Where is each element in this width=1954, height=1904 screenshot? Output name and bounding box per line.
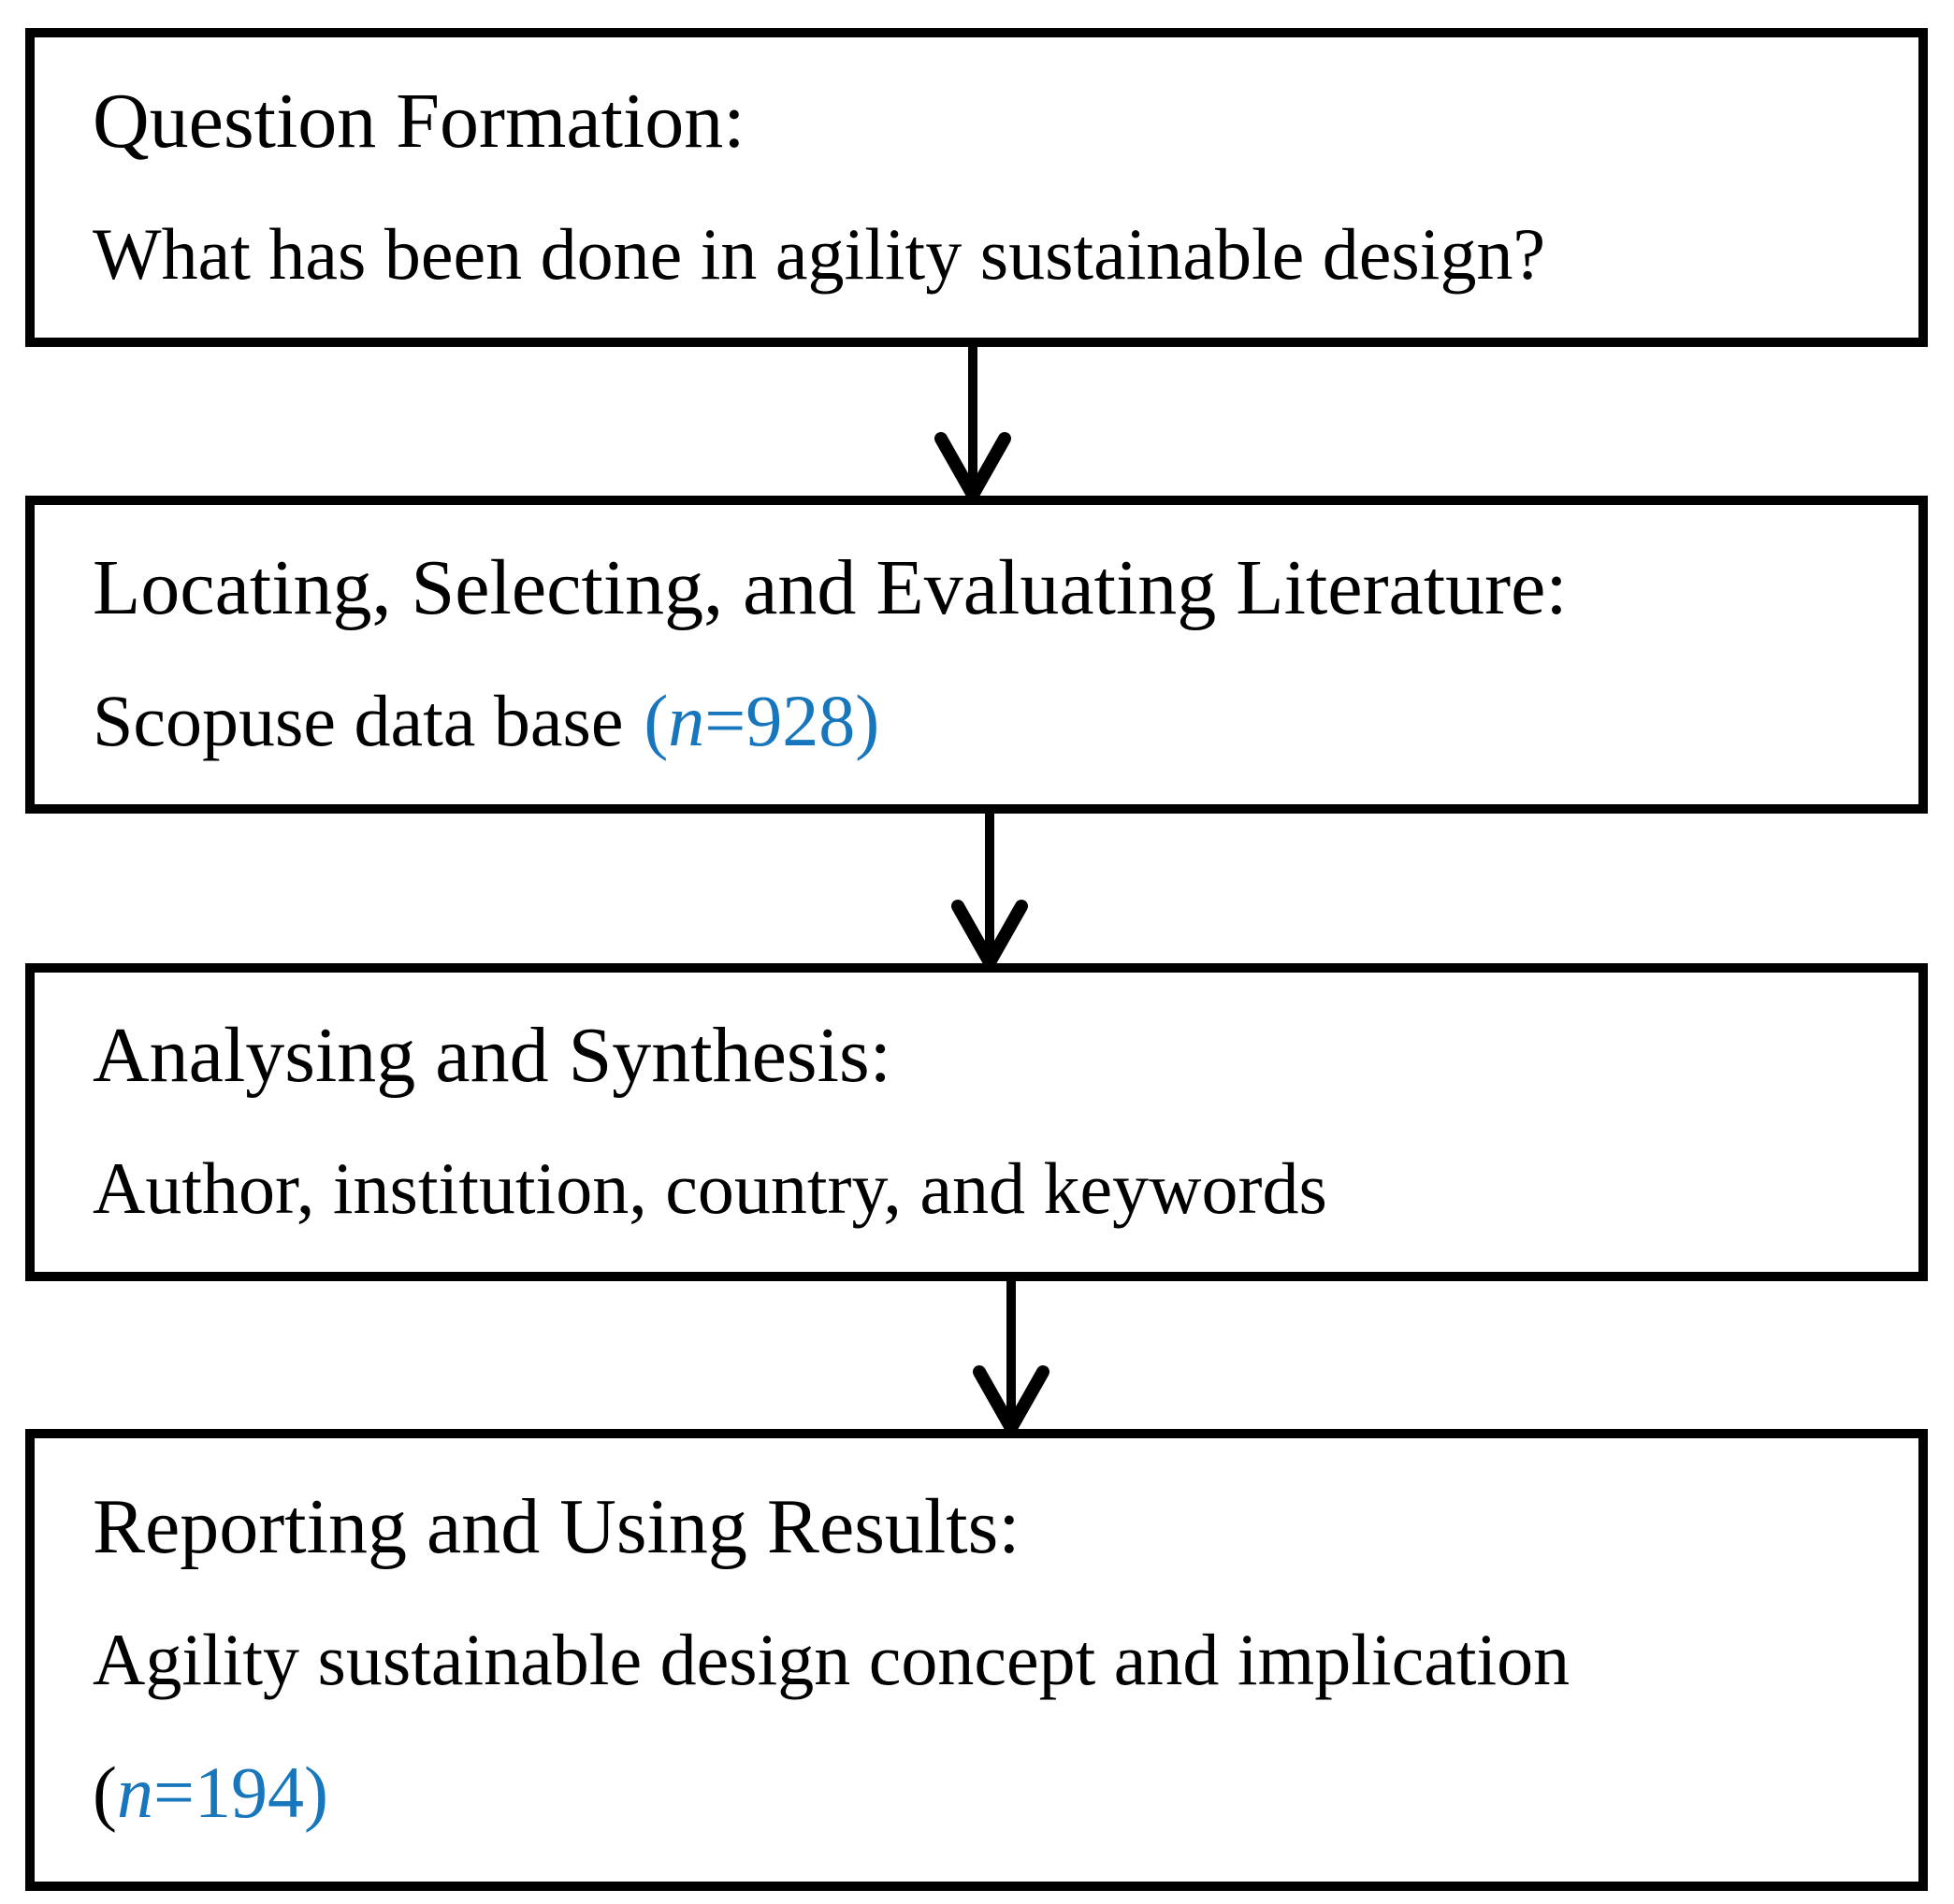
flow-box-locating-selecting-evaluating: Locating, Selecting, and Evaluating Lite…	[25, 496, 1928, 814]
arrow-head	[973, 1365, 1049, 1435]
flow-box-question-formation: Question Formation: What has been done i…	[25, 28, 1928, 347]
n-variable: n	[116, 1752, 153, 1833]
box-body: Author, institution, country, and keywor…	[93, 1147, 1327, 1229]
down-arrow	[951, 814, 1028, 970]
down-arrow	[973, 1281, 1049, 1435]
open-paren: (	[644, 680, 669, 761]
sample-count-annotation: (n=928)	[644, 680, 879, 761]
box-title: Question Formation:	[93, 77, 745, 165]
count-value: =928)	[704, 680, 880, 761]
down-arrow	[934, 347, 1011, 502]
arrow-head	[951, 900, 1028, 970]
flow-box-analysing-synthesis: Analysing and Synthesis: Author, institu…	[25, 963, 1928, 1281]
body-text: Scopuse data base	[93, 680, 624, 761]
sample-count-annotation: (n=194)	[93, 1726, 1892, 1859]
box-title: Analysing and Synthesis:	[93, 1012, 891, 1099]
box-title: Locating, Selecting, and Evaluating Lite…	[93, 544, 1568, 631]
count-value: =194)	[152, 1752, 328, 1833]
box-body: Agility sustainable design concept and i…	[93, 1619, 1570, 1700]
open-paren: (	[93, 1752, 117, 1833]
arrow-head	[934, 432, 1011, 502]
n-variable: n	[668, 680, 705, 761]
flow-box-reporting-using-results: Reporting and Using Results: Agility sus…	[25, 1429, 1928, 1891]
box-title: Reporting and Using Results:	[93, 1483, 1020, 1570]
box-body: Scopuse data base(n=928)	[93, 655, 1892, 787]
box-body: What has been done in agility sustainabl…	[93, 212, 1546, 295]
